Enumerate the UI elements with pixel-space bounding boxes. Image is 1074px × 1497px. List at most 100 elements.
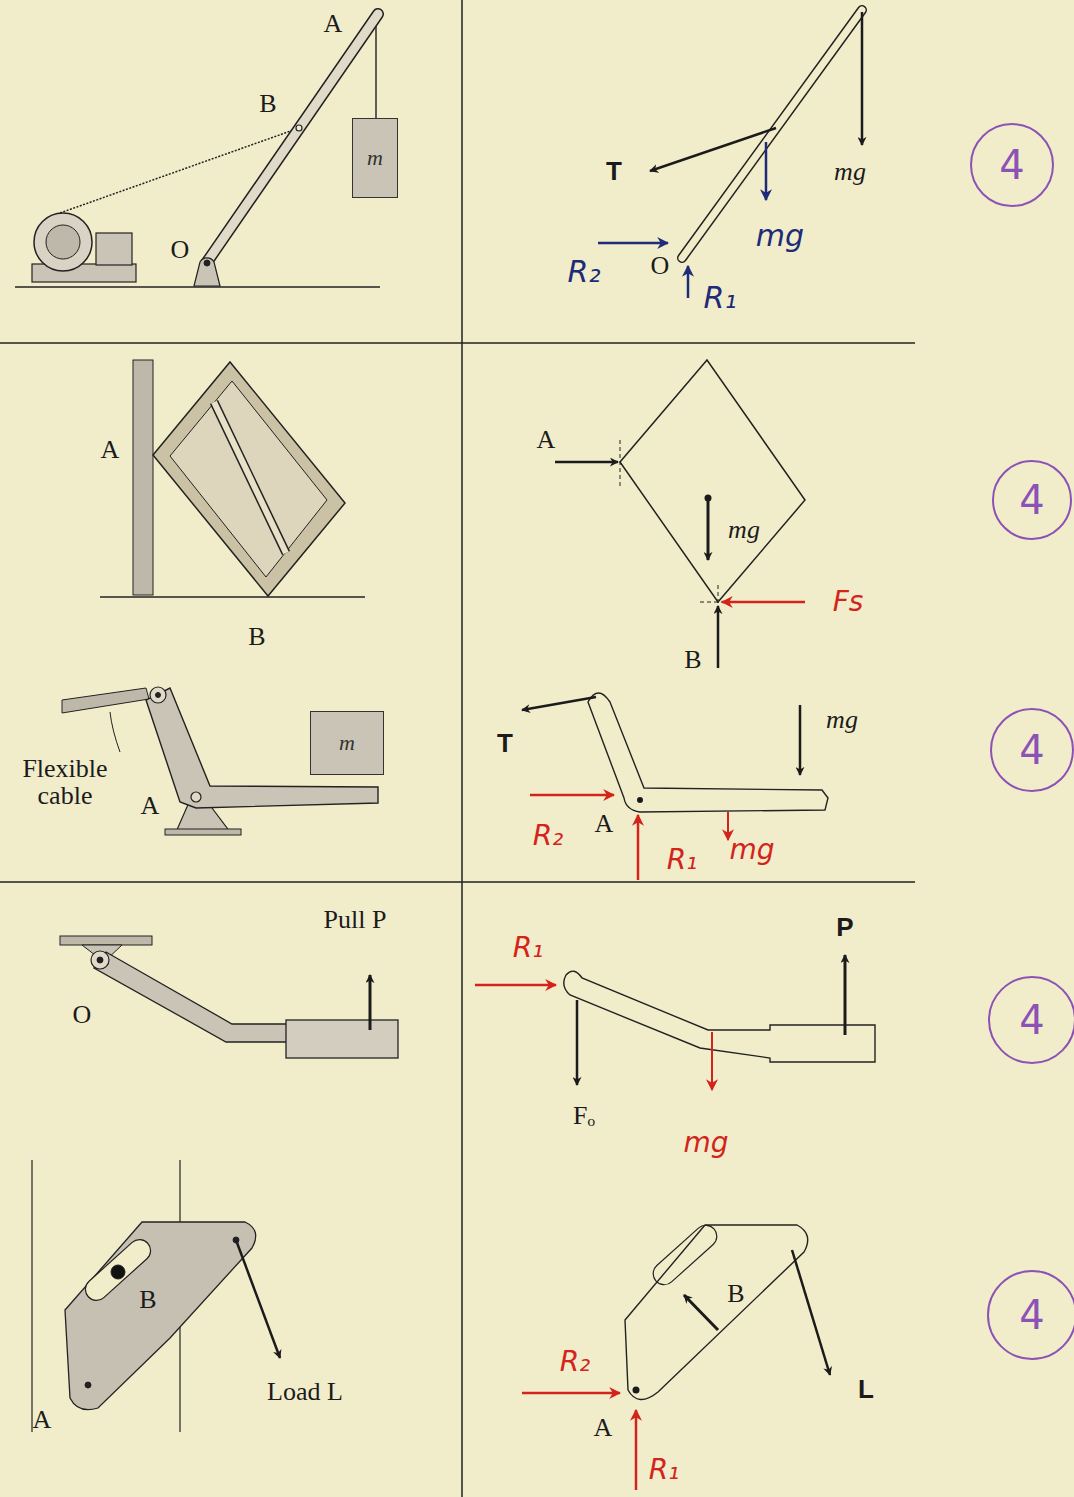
mass-box: m [352, 118, 398, 198]
score-number: 4 [1019, 997, 1044, 1043]
handle-free-body-part [844, 955, 847, 1035]
handle-illustration-part [91, 951, 109, 969]
bracket-illustration-part [85, 1382, 91, 1388]
force-label: mg [729, 835, 774, 864]
mass-label: m [339, 730, 355, 756]
crate-illustration-part [170, 381, 327, 577]
bracket-illustration-part [111, 1265, 125, 1279]
force-label: B [259, 90, 276, 117]
handle-illustration-part [286, 1020, 398, 1058]
handle-illustration [60, 936, 398, 1058]
crate-illustration-part [133, 360, 153, 595]
lever-illustration-part [191, 792, 201, 802]
handle-free-body-part [711, 1032, 713, 1090]
bracket-free-body-part [522, 1392, 620, 1395]
handle-free-body [475, 955, 875, 1090]
crate-illustration-part [153, 362, 345, 596]
bracket-illustration-part [31, 1160, 32, 1432]
crate-illustration-part [214, 402, 286, 553]
force-label: A [33, 1406, 52, 1433]
force-label: R₁ [704, 282, 737, 314]
force-label: O [651, 252, 670, 279]
lever-free-body-part [530, 794, 614, 797]
force-label: B [684, 646, 701, 673]
force-label: R₁ [667, 845, 698, 874]
crate-free-body [555, 360, 805, 668]
force-label: Pull P [324, 906, 387, 933]
lever-free-body-part [637, 797, 643, 803]
boom-free-body-part [598, 242, 668, 245]
lever-illustration-part [62, 688, 149, 713]
grid-lines-part [0, 342, 915, 344]
boom-illustration-part [46, 225, 80, 259]
force-label: R₂ [560, 1347, 591, 1376]
handle-free-body-part [564, 971, 875, 1062]
force-label: A [141, 792, 160, 819]
lever-free-body-part [637, 815, 640, 880]
mass-box: m [310, 711, 384, 775]
lever-free-body-part [727, 812, 729, 840]
force-label: B [139, 1286, 156, 1313]
force-label: R₁ [513, 933, 544, 962]
boom-illustration-part [296, 125, 302, 131]
score-circle: 4 [992, 460, 1072, 540]
lever-free-body-part [588, 693, 828, 812]
force-label: P [836, 914, 853, 941]
lever-illustration-part [110, 712, 120, 752]
force-label: A [101, 436, 120, 463]
boom-illustration-part [204, 260, 210, 266]
force-label: Flexible cable [5, 755, 125, 810]
bracket-free-body-part [625, 1225, 808, 1400]
crate-free-body-part [722, 601, 805, 604]
crate-free-body-part [620, 440, 621, 486]
bracket-illustration-part [65, 1222, 256, 1410]
score-number: 4 [999, 142, 1024, 188]
handle-illustration-part [60, 936, 152, 945]
crate-illustration-part [214, 402, 286, 553]
boom-free-body-part [682, 10, 862, 258]
bracket-free-body-part [792, 1250, 830, 1375]
boom-free-body-part [687, 266, 690, 298]
force-label: T [497, 730, 513, 757]
force-label: mg [834, 158, 866, 185]
lever-free-body-part [522, 697, 596, 710]
boom-illustration-part [96, 233, 132, 265]
boom-free-body [598, 10, 862, 298]
handle-illustration-part [369, 975, 372, 1030]
boom-illustration [15, 12, 380, 287]
force-label: A [595, 810, 614, 837]
score-circle: 4 [988, 976, 1074, 1064]
bracket-free-body-part [633, 1387, 640, 1394]
lever-free-body-part [799, 705, 802, 775]
boom-free-body-part [765, 142, 768, 200]
bracket-free-body-part [635, 1410, 638, 1490]
boom-illustration-part [194, 258, 220, 286]
force-label: B [248, 623, 265, 650]
force-label: mg [728, 516, 760, 543]
crate-free-body-part [620, 360, 805, 602]
bracket-free-body [522, 1221, 830, 1490]
score-circle: 4 [990, 708, 1074, 792]
bracket-illustration-part [236, 1240, 280, 1358]
mass-label: m [367, 145, 383, 171]
force-label: Fₒ [573, 1102, 595, 1129]
grid-lines-part [0, 881, 915, 883]
boom-illustration-part [34, 213, 92, 271]
force-label: A [324, 10, 343, 37]
lever-illustration-part [156, 693, 161, 698]
bracket-illustration [32, 1160, 280, 1432]
force-label: O [73, 1001, 92, 1028]
grid-lines [0, 0, 915, 1497]
crate-free-body-part [707, 498, 710, 560]
handle-illustration-part [97, 957, 103, 963]
force-label: A [594, 1414, 613, 1441]
score-circle: 4 [987, 1270, 1074, 1360]
force-label: mg [826, 706, 858, 733]
force-label: B [727, 1280, 744, 1307]
lever-illustration-part [150, 687, 166, 703]
crate-illustration [100, 360, 365, 597]
crate-free-body-part [717, 606, 720, 668]
lever-illustration-part [165, 829, 241, 835]
